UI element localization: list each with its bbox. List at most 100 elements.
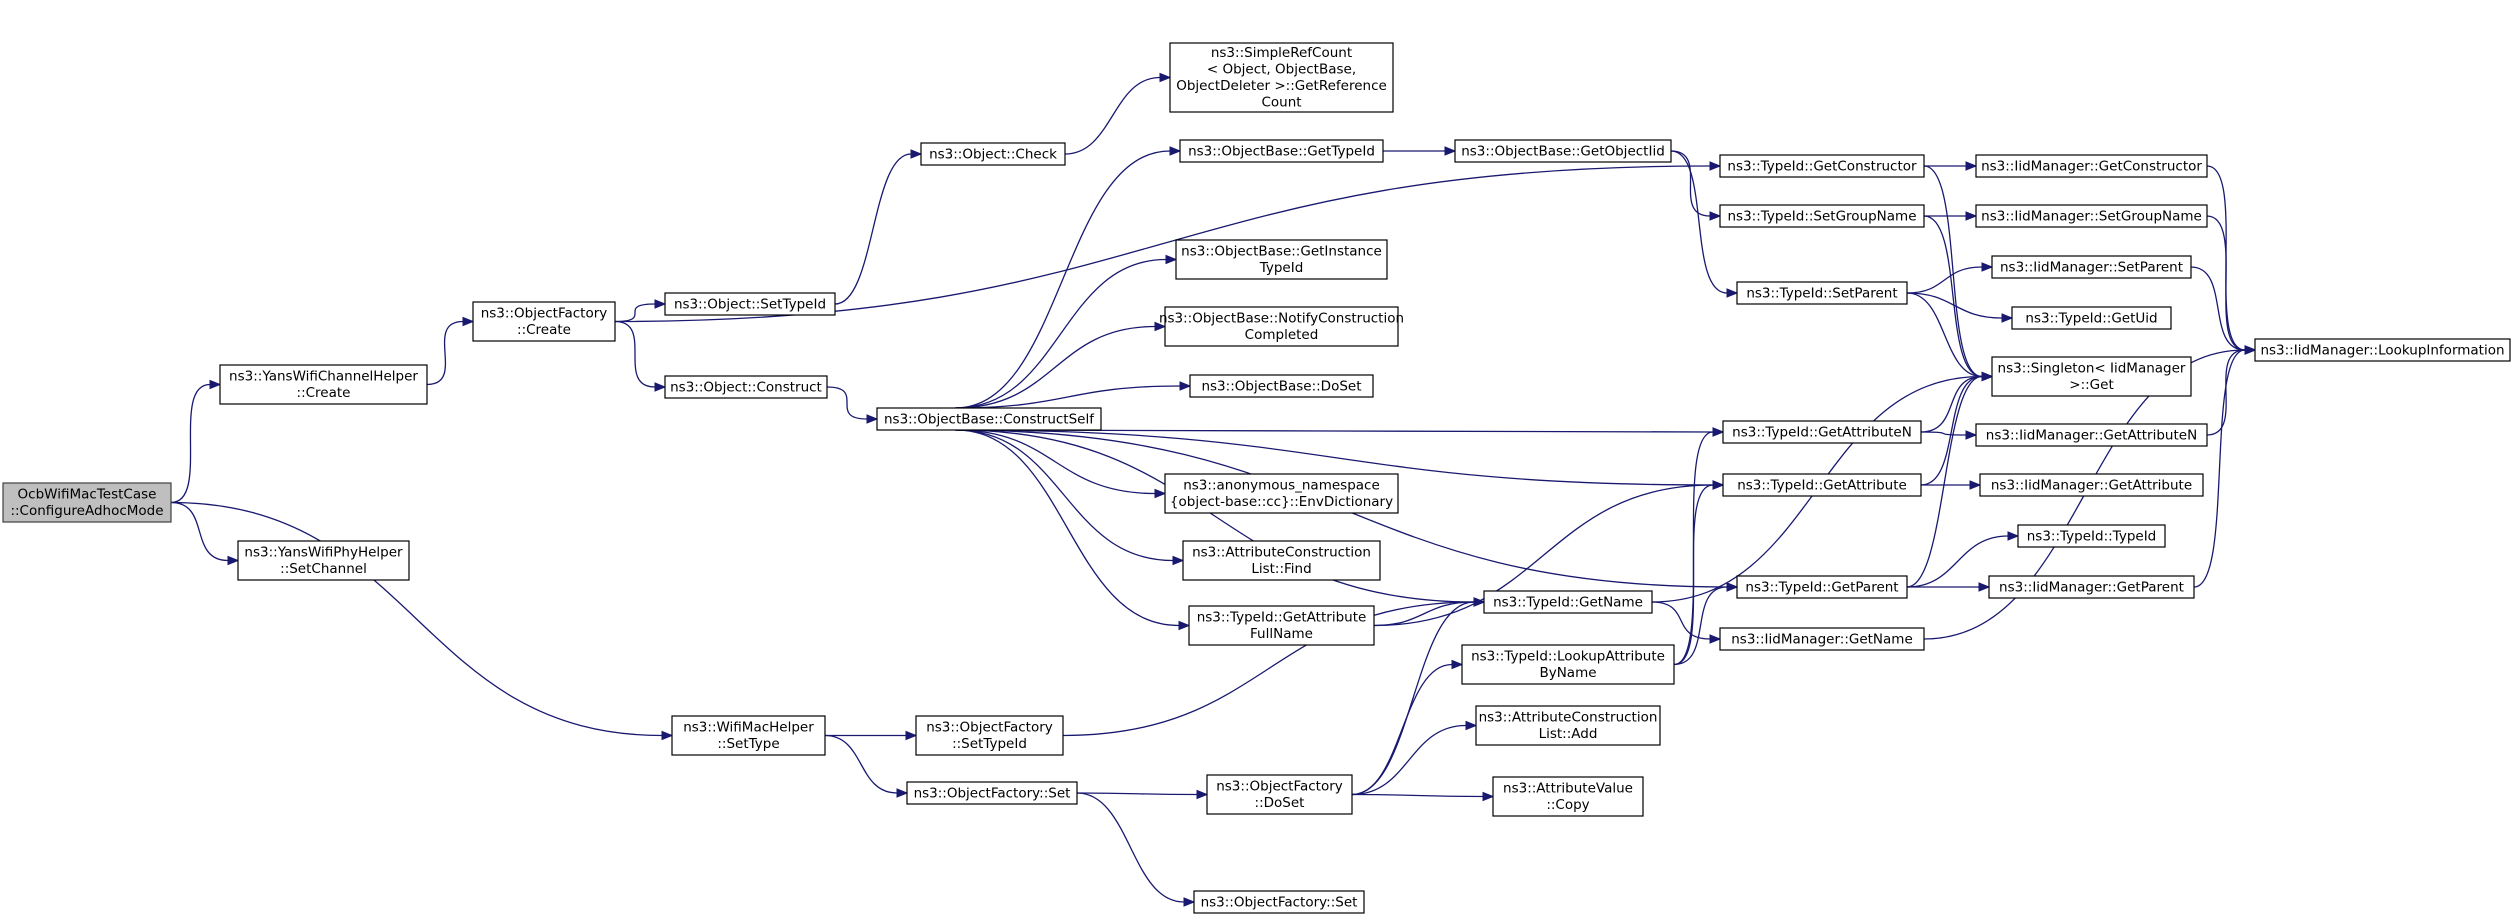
node-im-get-constructor[interactable]: ns3::IidManager::GetConstructor [1975,154,2208,178]
node-env-dict[interactable]: ns3::anonymous_namespace{object-base::cc… [1164,473,1399,514]
edge-line [426,320,464,386]
node-tid-get-uid[interactable]: ns3::TypeId::GetUid [2011,306,2172,330]
node-tid-set-group-name[interactable]: ns3::TypeId::SetGroupName [1719,204,1925,228]
edge-arrowhead [1159,72,1172,83]
node-im-get-attribute[interactable]: ns3::IidManager::GetAttribute [1979,473,2204,497]
node-box [472,301,616,342]
node-tid-get-parent[interactable]: ns3::TypeId::GetParent [1736,575,1908,599]
node-label-line: {object-base::cc}::EnvDictionary [1170,494,1393,510]
edge-line [1670,150,1711,217]
node-tid-get-name[interactable]: ns3::TypeId::GetName [1483,590,1653,614]
node-label-line: ns3::TypeId::GetName [1493,594,1643,610]
edge-line [2193,349,2246,588]
edge-ob-construct-self-to-tid-get-attr-full-name [955,429,1191,631]
node-av-copy[interactable]: ns3::AttributeValue::Copy [1492,776,1644,817]
edge-of-do-set-to-tid-lookup-attr [1351,659,1464,796]
node-label-line: ns3::ObjectFactory::Set [914,785,1071,801]
node-tid-get-constructor[interactable]: ns3::TypeId::GetConstructor [1719,154,1925,178]
node-label-line: ::ConfigureAdhocMode [10,503,163,519]
node-tid-get-attribute[interactable]: ns3::TypeId::GetAttribute [1722,473,1922,497]
node-simple-ref[interactable]: ns3::SimpleRefCount< Object, ObjectBase,… [1169,42,1394,113]
node-of-set-type-id[interactable]: ns3::ObjectFactory::SetTypeId [915,715,1064,756]
node-label-line: ns3::ObjectBase::NotifyConstruction [1159,311,1404,327]
node-label-line: ns3::ObjectFactory [481,306,608,322]
edge-yans-chan-create-to-of-create [426,316,475,386]
node-im-lookup-info[interactable]: ns3::IidManager::LookupInformation [2254,338,2511,362]
node-box [1182,540,1381,581]
node-ob-get-type-id[interactable]: ns3::ObjectBase::GetTypeId [1179,139,1384,163]
edge-line [170,501,229,562]
node-yans-chan-create[interactable]: ns3::YansWifiChannelHelper::Create [219,364,428,405]
node-of-set2[interactable]: ns3::ObjectFactory::Set [1193,890,1365,914]
edge-line [1920,375,1983,433]
edge-line [955,150,1171,409]
node-im-get-name[interactable]: ns3::IidManager::GetName [1719,627,1925,651]
node-label-line: ns3::TypeId::GetAttributeN [1732,424,1912,440]
edge-tid-lookup-attr-to-tid-get-attribute [1673,480,1725,666]
edge-line [614,303,656,323]
node-box [1979,473,2204,497]
node-box [1483,590,1653,614]
node-tid-type-id[interactable]: ns3::TypeId::TypeId [2017,524,2166,548]
node-tid-get-attribute-n[interactable]: ns3::TypeId::GetAttributeN [1722,420,1922,444]
node-ob-construct-self[interactable]: ns3::ObjectBase::ConstructSelf [876,407,1102,431]
node-im-set-parent[interactable]: ns3::IidManager::SetParent [1991,255,2192,279]
node-obj-check[interactable]: ns3::Object::Check [920,142,1066,166]
node-obj-construct[interactable]: ns3::Object::Construct [664,375,828,399]
node-box [671,715,826,756]
node-im-get-attribute-n[interactable]: ns3::IidManager::GetAttributeN [1975,423,2208,447]
node-obj-set-type-id[interactable]: ns3::Object::SetTypeId [664,292,836,316]
node-singleton-get[interactable]: ns3::Singleton< IidManager >::Get [1991,356,2192,397]
node-box [2011,306,2172,330]
edge-tid-set-parent-to-singleton-get [1906,292,1994,382]
edge-line [1351,793,1484,798]
edge-arrowhead [1981,371,1994,382]
edge-line [955,429,1180,627]
node-label-line: ns3::YansWifiPhyHelper [244,545,403,561]
edge-arrowhead [896,788,909,798]
node-label-line: ns3::TypeId::GetConstructor [1727,158,1917,174]
edge-arrowhead [1169,146,1182,156]
edge-line [1076,792,1198,796]
edge-of-set-to-of-set2 [1076,792,1196,907]
node-im-set-group-name[interactable]: ns3::IidManager::SetGroupName [1975,204,2208,228]
node-label-line: ns3::TypeId::GetParent [1745,579,1898,595]
edge-arrowhead [462,316,475,327]
node-of-do-set[interactable]: ns3::ObjectFactory::DoSet [1206,774,1353,815]
node-im-get-parent[interactable]: ns3::IidManager::GetParent [1988,575,2195,599]
node-of-set[interactable]: ns3::ObjectFactory::Set [906,781,1078,805]
edge-ob-construct-self-to-ob-notify [955,321,1167,409]
edge-arrowhead [1726,288,1739,298]
edge-arrowhead [905,730,918,741]
edge-arrowhead [2007,531,2020,541]
node-root[interactable]: OcbWifiMacTestCase::ConfigureAdhocMode [2,482,172,523]
edge-obj-check-to-simple-ref [1064,72,1172,155]
node-box [1991,255,2192,279]
node-label-line: ns3::IidManager::GetConstructor [1981,158,2202,174]
node-ob-notify[interactable]: ns3::ObjectBase::NotifyConstructionCompl… [1159,306,1404,347]
node-box [1736,281,1908,305]
edge-tid-get-attribute-n-to-singleton-get [1920,371,1994,433]
node-label-line: ::DoSet [1255,795,1305,811]
node-wifi-mac-set-type[interactable]: ns3::WifiMacHelper::SetType [671,715,826,756]
node-label-line: ns3::IidManager::SetParent [2000,259,2183,275]
edge-im-get-parent-to-im-lookup-info [2193,345,2257,588]
node-ob-do-set[interactable]: ns3::ObjectBase::DoSet [1189,374,1374,398]
node-tid-set-parent[interactable]: ns3::TypeId::SetParent [1736,281,1908,305]
edge-line [1076,792,1185,903]
edge-of-set-to-of-do-set [1076,789,1209,800]
node-label-line: ns3::Object::Construct [670,379,822,395]
node-box [1975,154,2208,178]
edge-ob-construct-self-to-ob-get-type-id [955,146,1182,409]
edge-root-to-wifi-mac-set-type [170,501,674,741]
node-yans-phy-set-channel[interactable]: ns3::YansWifiPhyHelper::SetChannel [237,540,410,581]
node-of-create[interactable]: ns3::ObjectFactory::Create [472,301,616,342]
node-label-line: ns3::ObjectFactory [926,720,1053,736]
node-ob-get-object-iid[interactable]: ns3::ObjectBase::GetObjectIid [1454,139,1672,163]
node-label-line: OcbWifiMacTestCase [18,487,157,503]
